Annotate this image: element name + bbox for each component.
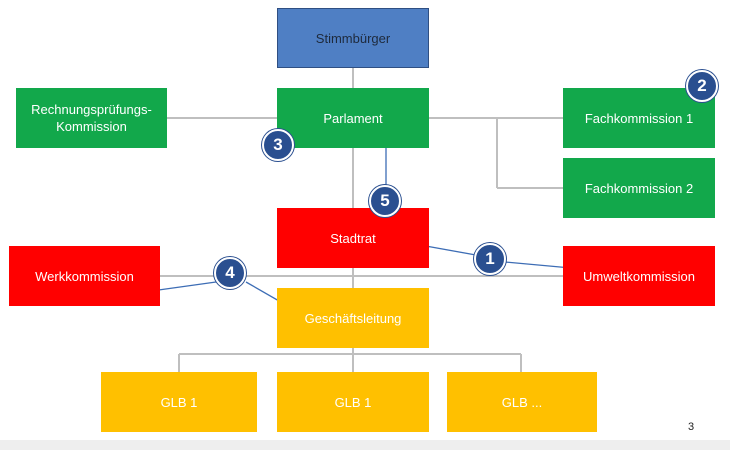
- label-rpk-line1: Rechnungsprüfungs-: [31, 102, 152, 117]
- label-fachkommission1: Fachkommission 1: [584, 110, 694, 126]
- label-stadtrat: Stadtrat: [330, 230, 376, 246]
- box-geschaeftsleitung: Geschäftsleitung: [277, 288, 429, 348]
- label-werkkommission: Werkkommission: [35, 268, 134, 284]
- box-parlament: Parlament: [277, 88, 429, 148]
- box-rechnungspruefungskommission: Rechnungsprüfungs- Kommission: [16, 88, 167, 148]
- label-umweltkommission: Umweltkommission: [583, 268, 695, 284]
- label-glb-more: GLB ...: [501, 394, 543, 410]
- badge-4: 4: [214, 257, 246, 289]
- box-glb1-a: GLB 1: [101, 372, 257, 432]
- label-parlament: Parlament: [323, 110, 383, 126]
- box-werkkommission: Werkkommission: [9, 246, 160, 306]
- box-umweltkommission: Umweltkommission: [563, 246, 715, 306]
- box-fachkommission1: Fachkommission 1: [563, 88, 715, 148]
- box-fachkommission2: Fachkommission 2: [563, 158, 715, 218]
- box-glb-more: GLB ...: [447, 372, 597, 432]
- box-stimmbuerger: Stimmbürger: [277, 8, 429, 68]
- box-glb1-b: GLB 1: [277, 372, 429, 432]
- badge-1: 1: [474, 243, 506, 275]
- label-fachkommission2: Fachkommission 2: [584, 180, 694, 196]
- label-glb1-b: GLB 1: [334, 394, 372, 410]
- badge-2: 2: [686, 70, 718, 102]
- badge-5: 5: [369, 185, 401, 217]
- label-geschaeftsleitung: Geschäftsleitung: [304, 310, 402, 326]
- page-number: 3: [688, 421, 695, 433]
- label-rpk-line2: Kommission: [56, 119, 127, 134]
- box-stadtrat: Stadtrat: [277, 208, 429, 268]
- badge-3: 3: [262, 129, 294, 161]
- label-glb1-a: GLB 1: [160, 394, 198, 410]
- label-stimmbuerger: Stimmbürger: [315, 30, 391, 46]
- slide-bottom-strip: [0, 440, 730, 450]
